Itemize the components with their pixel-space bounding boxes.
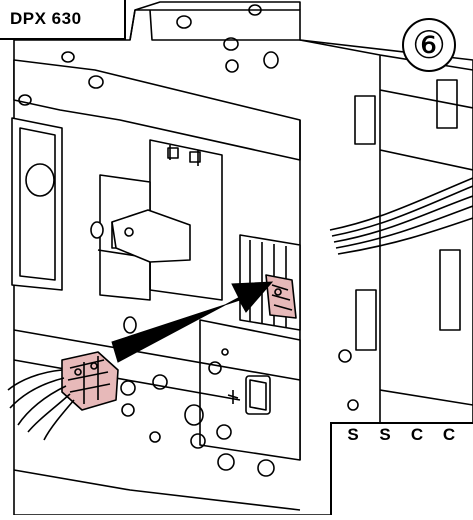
contact-wires: [7, 369, 75, 441]
bottom-hole: [149, 431, 161, 443]
bottom-hole: [217, 453, 235, 471]
step-number-badge: ⑥: [402, 18, 456, 72]
left-plate: [13, 59, 301, 161]
top-hole: [263, 51, 279, 69]
bottom-hole: [257, 459, 275, 477]
top-hole: [176, 15, 192, 29]
contact-legend: S S C C: [330, 422, 473, 515]
wire-bundle: [329, 177, 473, 255]
top-hole: [225, 59, 239, 73]
bottom-hole: [190, 433, 206, 449]
bottom-hole: [121, 403, 135, 417]
top-rim: [129, 9, 300, 41]
legend-letter-c2: C: [442, 425, 456, 444]
insertion-arrow: [111, 281, 274, 363]
legend-letter-s1: S: [347, 425, 359, 444]
top-hole: [223, 37, 239, 51]
installed-contact: [265, 274, 297, 319]
legend-letter-c1: C: [410, 425, 424, 444]
model-label: DPX 630: [0, 0, 126, 40]
bottom-hole: [152, 374, 168, 390]
bottom-hole: [184, 404, 204, 426]
bottom-hole: [216, 424, 232, 440]
side-slot: [11, 117, 63, 291]
legend-letter-s2: S: [379, 425, 391, 444]
bottom-plate: [13, 329, 301, 401]
bottom-hole: [120, 380, 136, 396]
top-hole: [248, 4, 262, 16]
